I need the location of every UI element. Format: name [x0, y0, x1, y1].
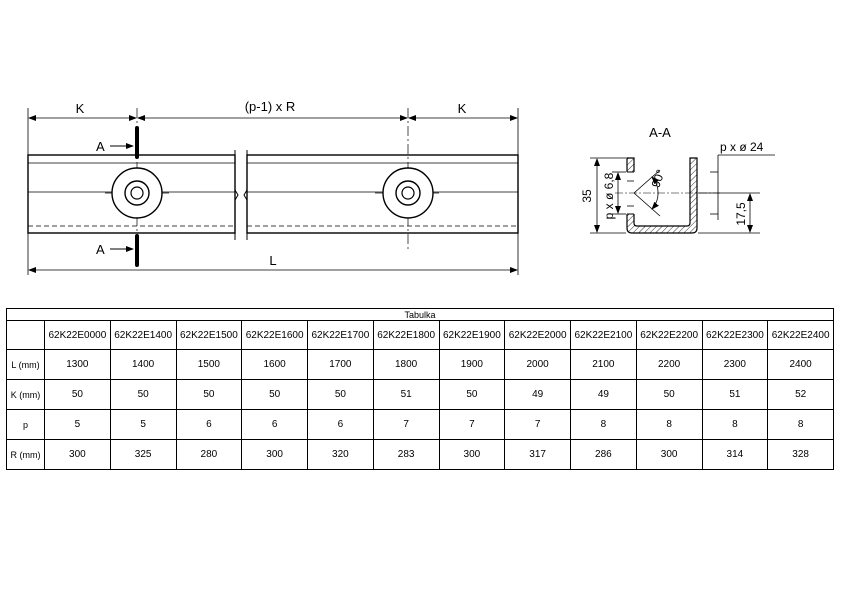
- table-header-cell: 62K22E2400: [767, 320, 834, 350]
- table-cell: 7: [504, 409, 571, 440]
- table-cell: 8: [701, 409, 769, 440]
- table-header-cell: 62K22E2300: [701, 320, 769, 350]
- table-cell: 6: [241, 409, 308, 440]
- section-inner-hole-dim: p x ø 6,8: [602, 172, 616, 219]
- table-cell: 283: [372, 439, 440, 470]
- table-cell: 50: [241, 379, 308, 410]
- table-cell: 8: [767, 409, 834, 440]
- dimension-lines-top: [28, 115, 518, 273]
- table-cell: 5: [109, 409, 177, 440]
- table-cell: 52: [767, 379, 834, 410]
- section-hole-height-dim: 17,5: [734, 202, 748, 226]
- section-marker-bottom: A: [96, 242, 105, 257]
- table-cell: 2100: [570, 349, 637, 380]
- table-header-cell: 62K22E1600: [241, 320, 308, 350]
- section-hole-callout: p x ø 24: [720, 140, 764, 154]
- table-cell: 1300: [44, 349, 111, 380]
- table-header-row: 62K22E0000 62K22E1400 62K22E1500 62K22E1…: [6, 320, 834, 350]
- table-cell: 51: [701, 379, 769, 410]
- table-cell: 50: [307, 379, 374, 410]
- row-label: p: [6, 409, 45, 440]
- table-cell: 1600: [241, 349, 308, 380]
- section-dimensions: [590, 154, 775, 234]
- dim-k-left: K: [76, 101, 85, 116]
- table-cell: 2300: [701, 349, 769, 380]
- table-cell: 50: [635, 379, 703, 410]
- table-cell: 6: [175, 409, 243, 440]
- section-angle: 90°: [649, 168, 668, 190]
- table-cell: 49: [570, 379, 637, 410]
- table-cell: 5: [44, 409, 111, 440]
- table-cell: 300: [438, 439, 506, 470]
- table-cell: 1900: [438, 349, 506, 380]
- table-row: K (mm) 50 50 50 50 50 51 50 49 49 50 51 …: [6, 379, 834, 410]
- table-header-cell: 62K22E2200: [635, 320, 703, 350]
- table-cell: 300: [635, 439, 703, 470]
- row-label: R (mm): [6, 439, 45, 470]
- table-cell: 1500: [175, 349, 243, 380]
- table-cell: 8: [635, 409, 703, 440]
- table-cell: 300: [241, 439, 308, 470]
- table-cell: 1400: [109, 349, 177, 380]
- section-height-dim: 35: [580, 189, 594, 203]
- table-title: Tabulka: [6, 308, 834, 321]
- dim-k-right: K: [458, 101, 467, 116]
- table-cell: 317: [504, 439, 571, 470]
- table-corner-cell: [6, 320, 45, 350]
- table-cell: 320: [307, 439, 374, 470]
- table-header-cell: 62K22E1900: [438, 320, 506, 350]
- table-cell: 286: [570, 439, 637, 470]
- rail-front-view: [27, 108, 519, 275]
- table-cell: 51: [372, 379, 440, 410]
- table-row: R (mm) 300 325 280 300 320 283 300 317 2…: [6, 439, 834, 470]
- table-row: L (mm) 1300 1400 1500 1600 1700 1800 190…: [6, 349, 834, 380]
- technical-drawing: K (p-1) x R K L A A A-A: [27, 99, 775, 275]
- table-header-cell: 62K22E1800: [372, 320, 440, 350]
- table-cell: 50: [175, 379, 243, 410]
- table-cell: 1800: [372, 349, 440, 380]
- table-cell: 7: [372, 409, 440, 440]
- table-cell: 2400: [767, 349, 834, 380]
- table-header-cell: 62K22E2100: [570, 320, 637, 350]
- table-cell: 50: [44, 379, 111, 410]
- table-cell: 50: [109, 379, 177, 410]
- table-cell: 300: [44, 439, 111, 470]
- table-cell: 280: [175, 439, 243, 470]
- table-cell: 49: [504, 379, 571, 410]
- section-marker-top: A: [96, 139, 105, 154]
- table-header-cell: 62K22E2000: [504, 320, 571, 350]
- table-header-cell: 62K22E1700: [307, 320, 374, 350]
- table-cell: 7: [438, 409, 506, 440]
- table-cell: 328: [767, 439, 834, 470]
- section-title: A-A: [649, 125, 671, 140]
- table-header-cell: 62K22E0000: [44, 320, 111, 350]
- table-cell: 6: [307, 409, 374, 440]
- section-profile: [615, 157, 720, 234]
- dim-pitch: (p-1) x R: [245, 99, 296, 114]
- table-cell: 1700: [307, 349, 374, 380]
- table-cell: 50: [438, 379, 506, 410]
- dim-length: L: [269, 253, 276, 268]
- table-header-cell: 62K22E1400: [109, 320, 177, 350]
- spec-table: Tabulka 62K22E0000 62K22E1400 62K22E1500…: [6, 308, 834, 470]
- table-header-cell: 62K22E1500: [175, 320, 243, 350]
- table-row: p 5 5 6 6 6 7 7 7 8 8 8 8: [6, 409, 834, 440]
- table-cell: 2000: [504, 349, 571, 380]
- row-label: K (mm): [6, 379, 45, 410]
- row-label: L (mm): [6, 349, 45, 380]
- table-cell: 314: [701, 439, 769, 470]
- table-cell: 2200: [635, 349, 703, 380]
- table-cell: 8: [570, 409, 637, 440]
- table-cell: 325: [109, 439, 177, 470]
- table-title-row: Tabulka: [6, 308, 834, 321]
